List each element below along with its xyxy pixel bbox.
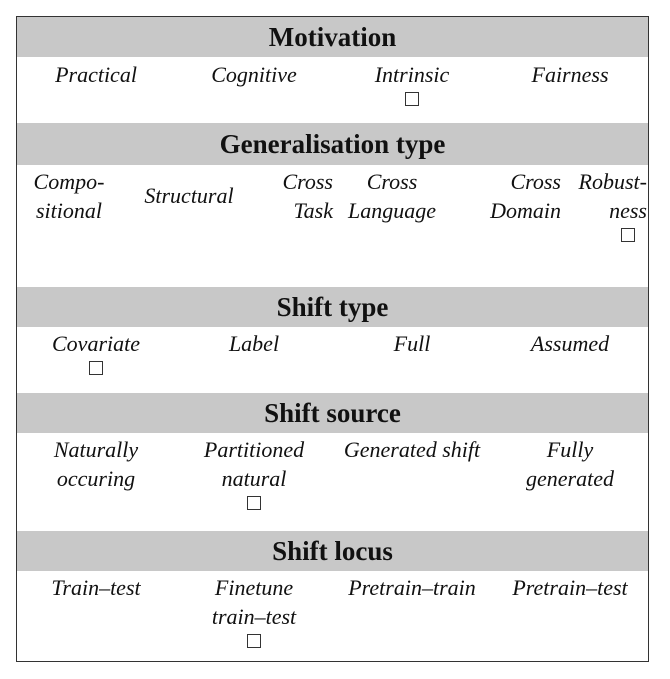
option-label: Full bbox=[393, 331, 431, 356]
option-naturally-occuring: Naturally occuring bbox=[17, 435, 175, 493]
option-label: Robust- bbox=[578, 169, 647, 194]
option-label: Cross bbox=[510, 169, 561, 194]
option-label-shift: Label bbox=[175, 329, 333, 358]
option-checkbox[interactable] bbox=[405, 92, 419, 106]
option-fairness: Fairness bbox=[491, 60, 649, 89]
option-cross-domain: Cross Domain bbox=[455, 167, 561, 225]
option-cross-task: Cross Task bbox=[253, 167, 333, 225]
option-label: Practical bbox=[55, 62, 137, 87]
section-header-motivation: Motivation bbox=[17, 17, 648, 57]
option-label: Pretrain–test bbox=[512, 575, 628, 600]
option-label: Structural bbox=[144, 183, 234, 208]
option-fully-generated: Fully generated bbox=[491, 435, 649, 493]
option-checkbox[interactable] bbox=[247, 634, 261, 648]
option-label: Cross bbox=[366, 169, 418, 194]
option-label: Partitioned bbox=[203, 437, 305, 462]
option-label: Pretrain–train bbox=[348, 575, 476, 600]
option-label: sitional bbox=[35, 198, 102, 223]
option-assumed: Assumed bbox=[491, 329, 649, 358]
option-intrinsic: Intrinsic bbox=[333, 60, 491, 106]
option-structural: Structural bbox=[125, 181, 253, 210]
section-title: Shift type bbox=[276, 291, 389, 322]
section-header-shift-source: Shift source bbox=[17, 393, 648, 433]
section-header-shift-type: Shift type bbox=[17, 287, 648, 327]
option-label: Cognitive bbox=[211, 62, 297, 87]
section-items-motivation: Practical Cognitive Intrinsic Fairness bbox=[17, 60, 648, 123]
section-title: Generalisation type bbox=[219, 128, 446, 159]
section-items-generalisation-type: Compo- sitional Structural Cross Task Cr… bbox=[17, 167, 648, 287]
option-label: Cross bbox=[282, 169, 333, 194]
option-label: Train–test bbox=[51, 575, 141, 600]
option-generated-shift: Generated shift bbox=[333, 435, 491, 464]
option-label: Compo- bbox=[33, 169, 105, 194]
option-full: Full bbox=[333, 329, 491, 358]
section-header-shift-locus: Shift locus bbox=[17, 531, 648, 571]
section-items-shift-locus: Train–test Finetune train–test Pretrain–… bbox=[17, 573, 648, 661]
option-label: Domain bbox=[490, 198, 561, 223]
option-label: Naturally bbox=[53, 437, 139, 462]
option-label: Fully bbox=[546, 437, 594, 462]
section-items-shift-source: Naturally occuring Partitioned natural G… bbox=[17, 435, 648, 531]
option-label: Task bbox=[293, 198, 333, 223]
taxonomy-card: Motivation Practical Cognitive Intrinsic… bbox=[16, 16, 649, 662]
section-header-generalisation-type: Generalisation type bbox=[17, 123, 648, 165]
option-checkbox[interactable] bbox=[247, 496, 261, 510]
section-title: Motivation bbox=[268, 21, 397, 52]
option-label: generated bbox=[526, 466, 614, 491]
section-title: Shift locus bbox=[272, 535, 393, 566]
option-label: Fairness bbox=[531, 62, 609, 87]
option-pretrain-train: Pretrain–train bbox=[333, 573, 491, 602]
option-checkbox[interactable] bbox=[89, 361, 103, 375]
option-practical: Practical bbox=[17, 60, 175, 89]
option-label: ness bbox=[609, 198, 647, 223]
option-pretrain-test: Pretrain–test bbox=[491, 573, 649, 602]
option-label: natural bbox=[221, 466, 287, 491]
option-cross-language: Cross Language bbox=[337, 167, 447, 225]
option-label: occuring bbox=[56, 466, 136, 491]
option-label: Assumed bbox=[530, 331, 610, 356]
option-covariate: Covariate bbox=[17, 329, 175, 375]
section-title: Shift source bbox=[264, 397, 401, 428]
section-items-shift-type: Covariate Label Full Assumed bbox=[17, 329, 648, 393]
option-label: Language bbox=[348, 198, 436, 223]
option-label: Intrinsic bbox=[374, 62, 450, 87]
option-robustness: Robust- ness bbox=[565, 167, 647, 242]
option-label: Covariate bbox=[52, 331, 140, 356]
option-cognitive: Cognitive bbox=[175, 60, 333, 89]
option-finetune-train-test: Finetune train–test bbox=[175, 573, 333, 648]
option-label: Label bbox=[228, 331, 280, 356]
option-partitioned-natural: Partitioned natural bbox=[175, 435, 333, 510]
option-label: Generated shift bbox=[343, 437, 481, 462]
option-label: Finetune bbox=[214, 575, 294, 600]
option-compositional: Compo- sitional bbox=[19, 167, 119, 225]
option-train-test: Train–test bbox=[17, 573, 175, 602]
option-checkbox[interactable] bbox=[621, 228, 635, 242]
option-label: train–test bbox=[211, 604, 297, 629]
